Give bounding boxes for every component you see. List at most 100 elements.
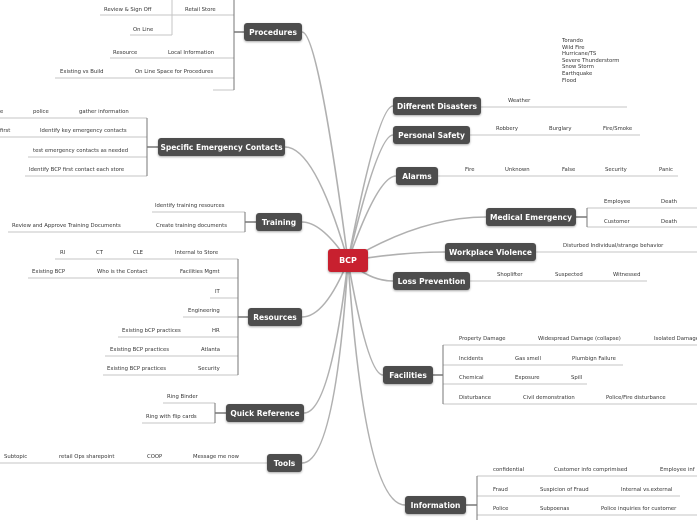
subtopic-facilities-incidents-0[interactable]: Incidents	[459, 356, 484, 362]
subtopic-tools-subtopic[interactable]: Subtopic	[4, 454, 28, 460]
subtopic-resources-security[interactable]: Security	[198, 366, 220, 372]
subtopic-emergency-contacts-police[interactable]: police	[33, 109, 49, 115]
subtopic-facilities-property-2[interactable]: Isolated Damage	[654, 336, 697, 342]
topic-information[interactable]: Information	[405, 496, 466, 514]
subtopic-alarms-items-4[interactable]: Panic	[659, 167, 673, 173]
subtopic-resources-ri[interactable]: RI	[60, 250, 66, 256]
subtopic-emergency-contacts-gather-information[interactable]: gather information	[79, 109, 129, 115]
subtopic-emergency-contacts-test-contacts[interactable]: test emergency contacts as needed	[33, 148, 129, 154]
topic-alarms[interactable]: Alarms	[396, 167, 438, 185]
subtopic-disasters-weather-types-0[interactable]: Torando	[562, 38, 583, 44]
subtopic-information-confidential-1[interactable]: Customer info comprimised	[554, 467, 628, 473]
central-topic-bcp[interactable]: BCP	[328, 249, 368, 272]
subtopic-procedures-on-line[interactable]: On Line	[133, 27, 154, 33]
subtopic-alarms-items-3[interactable]: Security	[605, 167, 627, 173]
subtopic-facilities-property-1[interactable]: Widespread Damage (collapse)	[538, 336, 621, 342]
subtopic-alarms-items-2[interactable]: False	[562, 167, 576, 173]
subtopic-loss-prevention-items-1[interactable]: Suspected	[555, 272, 583, 278]
topic-connector	[301, 31, 349, 262]
topic-medical-emergency[interactable]: Medical Emergency	[486, 208, 576, 226]
subtopic-alarms-items-0[interactable]: Fire	[465, 167, 475, 173]
subtopic-resources-it[interactable]: IT	[215, 289, 220, 295]
subtopic-facilities-chemical-1[interactable]: Exposure	[515, 375, 540, 381]
subtopic-disasters-weather-types-2[interactable]: Hurricane/TS	[562, 51, 597, 58]
subtopic-facilities-disturbance-2[interactable]: Police/Fire disturbance	[606, 395, 666, 401]
subtopic-disasters-weather[interactable]: Weather	[508, 98, 531, 104]
subtopic-alarms-items-1[interactable]: Unknown	[505, 167, 530, 173]
topic-facilities[interactable]: Facilities	[383, 366, 433, 384]
subtopic-facilities-disturbance-0[interactable]: Disturbance	[459, 395, 492, 401]
subtopic-personal-safety-items-2[interactable]: Fire/Smoke	[603, 126, 633, 132]
topic-resources[interactable]: Resources	[248, 308, 302, 326]
subtopic-facilities-disturbance-1[interactable]: Civil demonstration	[523, 395, 575, 401]
subtopic-resources-facilities-mgmt[interactable]: Facilities Mgmt	[180, 269, 220, 275]
topic-procedures[interactable]: Procedures	[244, 23, 302, 41]
subtopic-loss-prevention-items-0[interactable]: Shoplifter	[497, 272, 523, 278]
topic-quick-reference[interactable]: Quick Reference	[226, 404, 304, 422]
subtopic-information-police-2[interactable]: Police inquiries for customer	[601, 506, 677, 512]
subtopic-training-identify-resources[interactable]: Identify training resources	[155, 203, 225, 209]
topic-specific-emergency-contacts[interactable]: Specific Emergency Contacts	[158, 138, 285, 156]
subtopic-training-create-documents[interactable]: Create training documents	[156, 223, 227, 229]
subtopic-tools-retail-ops-sharepoint[interactable]: retail Ops sharepoint	[59, 454, 115, 460]
subtopic-disasters-weather-types-4[interactable]: Snow Storm	[562, 64, 594, 71]
subtopic-disasters-weather-types-6[interactable]: Flood	[562, 77, 577, 84]
topic-personal-safety[interactable]: Personal Safety	[393, 126, 470, 144]
subtopic-resources-hr[interactable]: HR	[212, 328, 220, 334]
subtopic-disasters-weather-types-3[interactable]: Severe Thunderstorm	[562, 57, 620, 64]
subtopic-medical-customer-death[interactable]: Death	[661, 219, 678, 225]
subtopic-personal-safety-items-0[interactable]: Robbery	[496, 126, 518, 132]
subtopic-procedures-resource[interactable]: Resource	[113, 50, 138, 56]
subtopic-tools-message-me-now[interactable]: Message me now	[193, 454, 239, 460]
subtopic-procedures-retail-store[interactable]: Retail Store	[185, 7, 216, 13]
subtopic-procedures-existing-vs-build[interactable]: Existing vs Build	[60, 69, 104, 75]
subtopic-training-review-approve[interactable]: Review and Approve Training Documents	[12, 223, 121, 229]
subtopic-resources-cle[interactable]: CLE	[133, 250, 143, 256]
subtopic-emergency-contacts-cut-first[interactable]: first	[0, 128, 11, 134]
subtopic-procedures-review-sign-off[interactable]: Review & Sign Off	[104, 7, 152, 13]
subtopic-workplace-violence-disturbed[interactable]: Disturbed Individual/strange behavior	[563, 243, 664, 249]
subtopic-tools-coop[interactable]: COOP	[147, 454, 163, 460]
subtopic-resources-atlanta[interactable]: Atlanta	[201, 347, 221, 353]
subtopic-procedures-online-space[interactable]: On Line Space for Procedures	[135, 69, 214, 75]
subtopic-resources-atlanta-practices[interactable]: Existing BCP practices	[110, 347, 169, 353]
topic-training[interactable]: Training	[256, 213, 302, 231]
subtopic-information-fraud-2[interactable]: Internal vs.external	[621, 487, 673, 493]
subtopic-loss-prevention-items-2[interactable]: Witnessed	[613, 272, 641, 278]
topic-tools[interactable]: Tools	[267, 454, 302, 472]
subtopic-information-fraud-1[interactable]: Suspicion of Fraud	[540, 487, 589, 493]
subtopic-medical-employee[interactable]: Employee	[604, 199, 631, 205]
subtopic-resources-engineering[interactable]: Engineering	[188, 308, 220, 314]
subtopic-medical-employee-death[interactable]: Death	[661, 199, 678, 205]
subtopic-resources-ct[interactable]: CT	[96, 250, 103, 256]
subtopic-resources-security-practices[interactable]: Existing BCP practices	[107, 366, 166, 372]
subtopic-information-police-1[interactable]: Subpoenas	[540, 506, 570, 512]
subtopic-information-confidential-0[interactable]: confidential	[493, 467, 525, 473]
subtopic-information-police-0[interactable]: Police	[493, 506, 509, 512]
subtopic-facilities-chemical-0[interactable]: Chemical	[459, 375, 484, 381]
topic-connector	[347, 105, 394, 262]
subtopic-facilities-incidents-1[interactable]: Gas smell	[515, 356, 541, 362]
subtopic-disasters-weather-types-5[interactable]: Earthquake	[562, 71, 593, 77]
subtopic-resources-who-is-contact[interactable]: Who is the Contact	[97, 269, 148, 275]
topic-loss-prevention[interactable]: Loss Prevention	[393, 272, 470, 290]
subtopic-medical-customer[interactable]: Customer	[604, 219, 630, 225]
subtopic-emergency-contacts-cut-e[interactable]: e	[0, 109, 4, 115]
topic-different-disasters[interactable]: Different Disasters	[393, 97, 481, 115]
subtopic-resources-internal-to-store[interactable]: Internal to Store	[175, 250, 219, 256]
subtopic-procedures-local-information[interactable]: Local Information	[168, 50, 215, 56]
subtopic-resources-hr-practices[interactable]: Existing bCP practices	[122, 328, 181, 334]
subtopic-information-fraud-0[interactable]: Fraud	[493, 487, 508, 493]
subtopic-emergency-contacts-identify-key[interactable]: Identify key emergency contacts	[40, 128, 127, 134]
subtopic-quick-reference-ring-flip-cards[interactable]: Ring with flip cards	[146, 414, 197, 420]
subtopic-personal-safety-items-1[interactable]: Burglary	[549, 126, 572, 132]
subtopic-disasters-weather-types-1[interactable]: Wild Fire	[562, 44, 585, 51]
topic-workplace-violence[interactable]: Workplace Violence	[445, 243, 536, 261]
subtopic-emergency-contacts-identify-bcp[interactable]: Identify BCP first contact each store	[29, 167, 125, 173]
subtopic-information-confidential-2[interactable]: Employee inf	[660, 467, 695, 473]
subtopic-facilities-incidents-2[interactable]: Plumbign Failure	[572, 356, 616, 362]
subtopic-resources-existing-bcp[interactable]: Existing BCP	[32, 269, 66, 275]
subtopic-facilities-property-0[interactable]: Property Damage	[459, 336, 506, 342]
subtopic-facilities-chemical-2[interactable]: Spill	[571, 375, 583, 381]
subtopic-quick-reference-ring-binder[interactable]: Ring Binder	[167, 394, 198, 400]
